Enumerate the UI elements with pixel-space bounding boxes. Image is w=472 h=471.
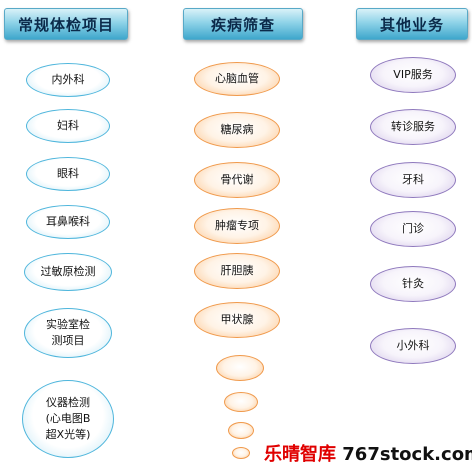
disease-item-bone-metabolism: 骨代谢 xyxy=(194,162,280,198)
routine-item-lab-tests: 实验室检 测项目 xyxy=(24,308,112,358)
other-item-minor-surgery: 小外科 xyxy=(370,328,456,364)
routine-item-internal-surgery: 内外科 xyxy=(26,63,110,97)
other-item-acupuncture: 针灸 xyxy=(370,266,456,302)
decorative-oval-2 xyxy=(224,392,258,412)
watermark: 乐晴智库 767stock.com xyxy=(264,440,472,466)
routine-item-ent: 耳鼻喉科 xyxy=(26,205,110,239)
routine-item-instrument-tests: 仪器检测 (心电图B 超X光等) xyxy=(22,380,114,458)
routine-item-gynecology: 妇科 xyxy=(26,109,110,143)
other-item-dentistry: 牙科 xyxy=(370,162,456,198)
header-routine-checkup: 常规体检项目 xyxy=(4,8,128,40)
disease-item-cardiovascular: 心脑血管 xyxy=(194,62,280,96)
header-disease-screening: 疾病筛查 xyxy=(183,8,303,40)
other-item-outpatient: 门诊 xyxy=(370,211,456,247)
decorative-oval-1 xyxy=(216,355,264,381)
disease-item-diabetes: 糖尿病 xyxy=(194,112,280,148)
disease-item-thyroid: 甲状腺 xyxy=(194,302,280,338)
watermark-brand: 乐晴智库 xyxy=(264,444,336,465)
watermark-url: 767stock.com xyxy=(342,444,472,465)
decorative-oval-4 xyxy=(232,447,250,459)
header-other-services: 其他业务 xyxy=(356,8,468,40)
other-item-vip-service: VIP服务 xyxy=(370,57,456,93)
routine-item-allergy-test: 过敏原检测 xyxy=(24,253,112,291)
other-item-referral-service: 转诊服务 xyxy=(370,109,456,145)
disease-item-tumor: 肿瘤专项 xyxy=(194,208,280,244)
routine-item-ophthalmology: 眼科 xyxy=(26,157,110,191)
decorative-oval-3 xyxy=(228,422,254,439)
disease-item-liver-gallbladder-pancreas: 肝胆胰 xyxy=(194,253,280,289)
